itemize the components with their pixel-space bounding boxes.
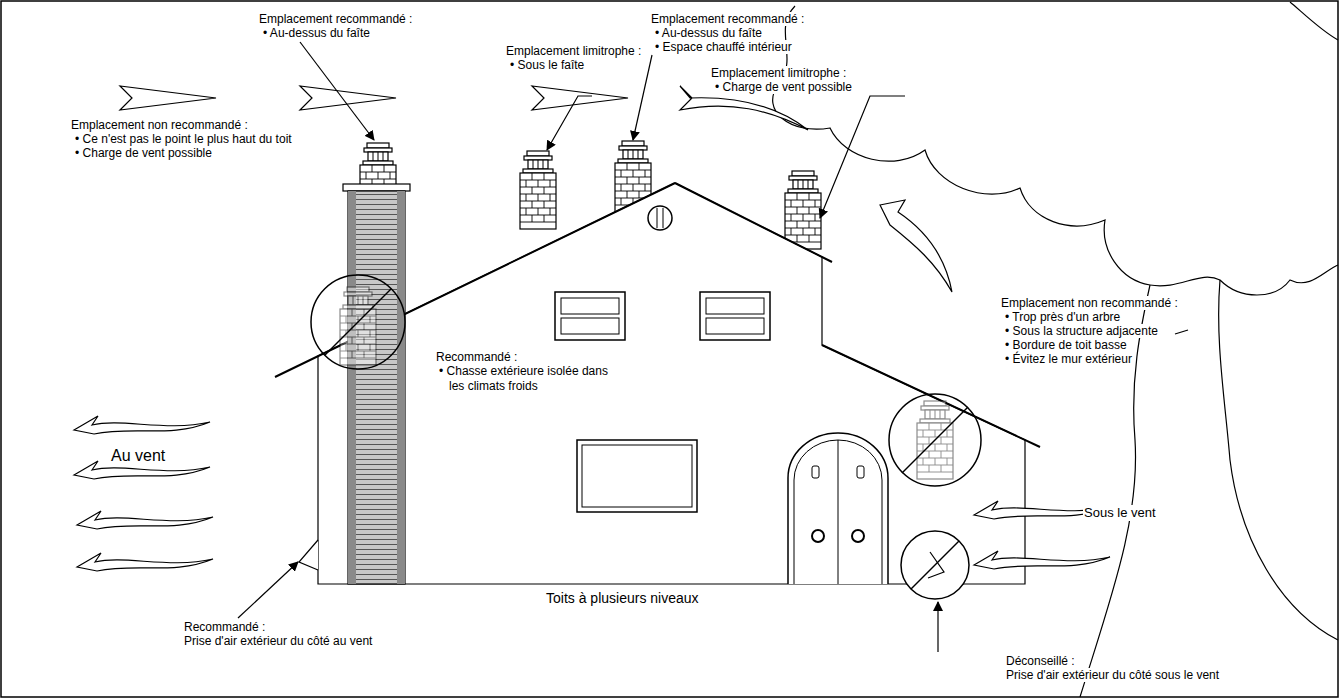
annotation-text: • Sous le faîte <box>509 58 585 72</box>
annotation-text: Emplacement limitrophe : <box>505 44 642 58</box>
annotation-text: Emplacement recommandé : <box>258 12 413 26</box>
annotation-text: • Bordure de toit basse <box>1004 338 1128 352</box>
annotation-text: Emplacement limitrophe : <box>710 66 847 80</box>
annotation-text: • Évitez le mur extérieur <box>1004 352 1133 366</box>
annotation-text: • Charge de vent possible <box>714 80 853 94</box>
annotation-text: Emplacement non recommandé : <box>70 118 249 132</box>
annotation-text: Toits à plusieurs niveaux <box>545 590 700 607</box>
annotation-text: Recommandé : <box>183 620 266 634</box>
annotation-text: Emplacement recommandé : <box>650 12 805 26</box>
annotation-text: Déconseillé : <box>1005 654 1076 668</box>
annotation-text: • Ce n'est pas le point le plus haut du … <box>74 132 293 146</box>
annotation-text: Prise d'air extérieur du côté au vent <box>183 634 373 648</box>
annotation-text: • Sous la structure adjacente <box>1004 324 1159 338</box>
annotation-text: • Au-dessus du faîte <box>262 26 371 40</box>
annotation-text: • Chasse extérieure isolée dans les clim… <box>439 364 622 394</box>
annotation-text: Recommandé : <box>435 350 518 364</box>
annotation-text: Au vent <box>110 446 166 465</box>
annotation-text: • Trop près d'un arbre <box>1004 310 1121 324</box>
annotation-text: Emplacement non recommandé : <box>1000 296 1179 310</box>
annotation-text: Sous le vent <box>1083 505 1157 521</box>
annotation-text: Prise d'air extérieur du côté sous le ve… <box>1005 668 1220 682</box>
annotation-text: • Au-dessus du faîte <box>654 26 763 40</box>
annotation-text: • Espace chauffé intérieur <box>654 40 793 54</box>
annotation-text: • Charge de vent possible <box>74 146 213 160</box>
